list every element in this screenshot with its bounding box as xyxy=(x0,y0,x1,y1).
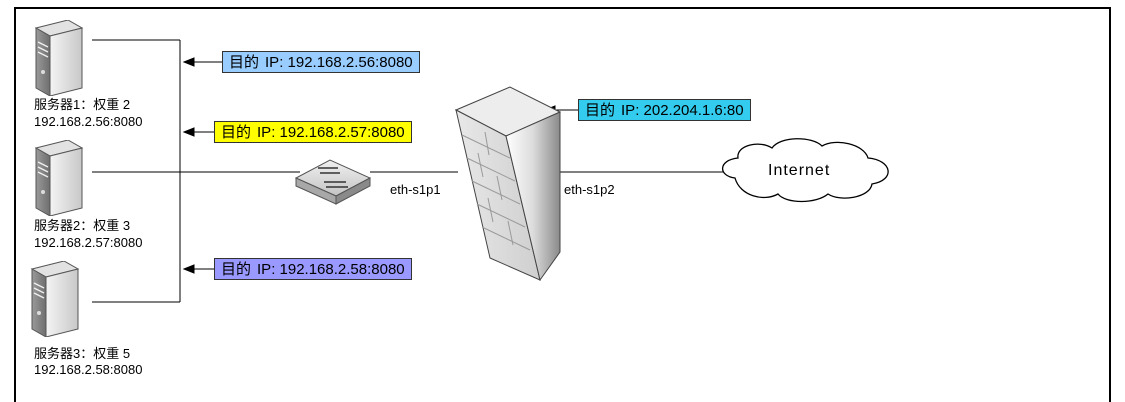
server-2-address: 192.168.2.57:8080 xyxy=(34,235,143,250)
server-1-name: 服务器1：权重 2 xyxy=(34,97,131,112)
server-icon xyxy=(35,140,83,216)
server-3-name: 服务器3：权重 5 xyxy=(34,346,131,361)
server-2-name: 服务器2：权重 3 xyxy=(34,218,131,233)
cloud-icon xyxy=(721,138,889,203)
internet-label: Internet xyxy=(768,162,831,179)
firewall-icon xyxy=(454,86,562,282)
diagram-frame xyxy=(14,7,1111,402)
interface-label-outer: eth-s1p2 xyxy=(564,182,615,197)
server-icon xyxy=(31,261,79,337)
switch-icon xyxy=(294,159,372,205)
server-3-address: 192.168.2.58:8080 xyxy=(34,362,143,377)
server-1-address: 192.168.2.56:8080 xyxy=(34,114,143,129)
interface-label-inner: eth-s1p1 xyxy=(390,182,441,197)
server-icon xyxy=(35,20,83,96)
